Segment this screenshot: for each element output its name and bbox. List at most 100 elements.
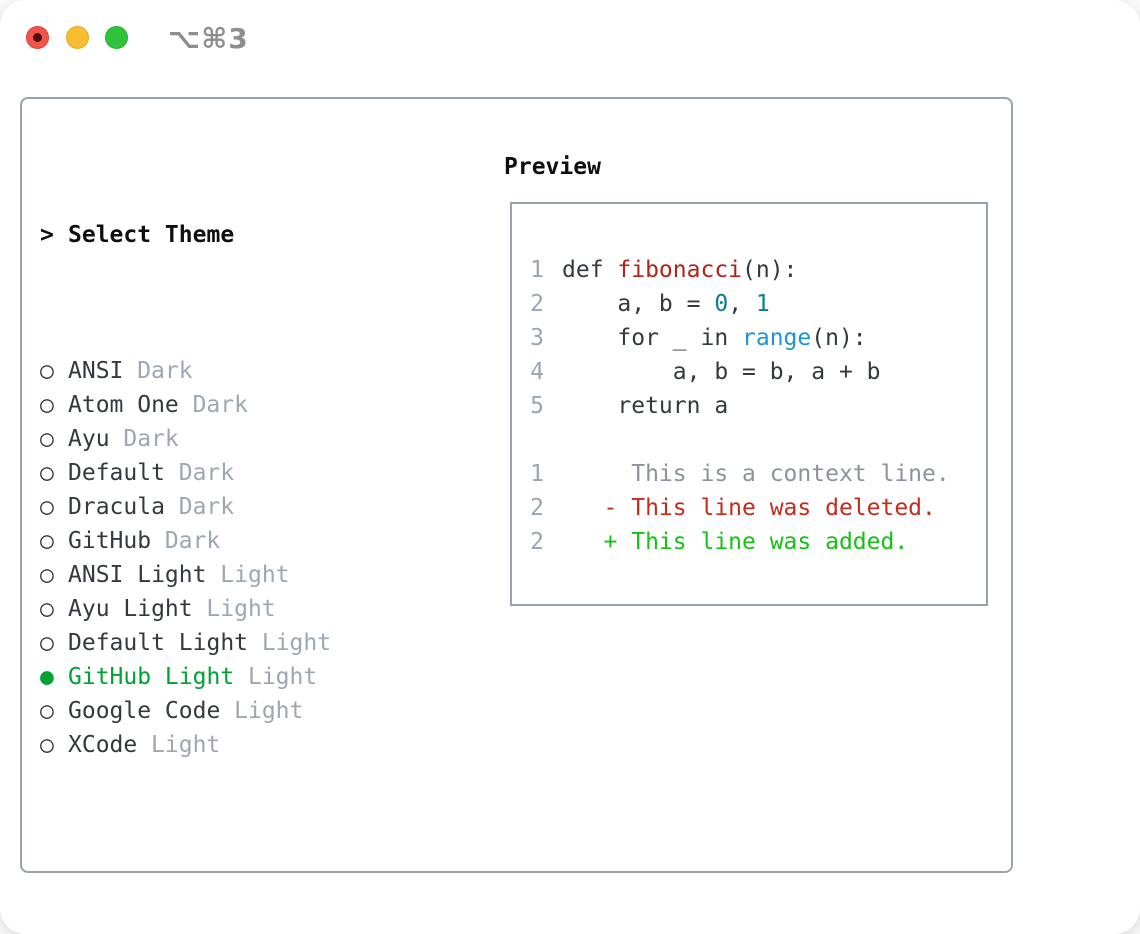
line-number: 2 [530,291,544,317]
code-segment: This is a context line. [562,461,950,487]
code-segment: (n): [742,257,798,283]
line-number: 5 [530,393,544,419]
theme-option[interactable]: ○ Dracula Dark [40,490,428,524]
theme-variant: Light [220,562,290,588]
theme-variant: Dark [137,358,193,384]
theme-name: Atom One [68,392,179,418]
preview-line: 2 + This line was added. [512,525,986,559]
preview-heading: Preview [504,154,601,180]
theme-name: Dracula [68,494,165,520]
line-content: for _ in range(n): [544,321,867,355]
code-segment: 1 [755,291,770,317]
theme-option[interactable]: ○ Atom One Dark [40,388,428,422]
line-number: 1 [530,257,544,283]
line-content: + This line was added. [544,525,909,559]
preview-line: 2 - This line was deleted. [512,491,986,525]
theme-variant: Dark [178,494,235,520]
theme-variant: Dark [192,392,248,418]
close-button[interactable] [26,26,49,49]
theme-option[interactable]: ○ Default Light Light [40,626,428,660]
radio-icon: ○ [40,732,54,758]
theme-variant: Light [206,596,276,622]
minimize-button[interactable] [66,26,89,49]
select-theme-heading: Select Theme [68,222,235,248]
line-number: 1 [530,461,544,487]
theme-name: XCode [68,732,138,758]
theme-name: Default [68,460,165,486]
line-content: return a [544,389,728,423]
code-segment: a, b = b, a + b [562,359,881,385]
theme-name: ANSI Light [68,562,207,588]
radio-icon: ○ [40,494,54,520]
theme-variant: Light [151,732,221,758]
theme-name: GitHub [68,528,152,554]
code-segment [562,529,604,555]
selected-radio-icon: ● [40,664,54,690]
line-content: a, b = b, a + b [544,355,881,389]
preview-line: 5 return a [512,389,986,423]
window-title: ⌥⌘3 [168,22,249,55]
preview-line: 1 This is a context line. [512,457,986,491]
theme-name: Ayu Light [68,596,193,622]
maximize-button[interactable] [105,26,128,49]
theme-option[interactable]: ● GitHub Light Light [40,660,428,694]
code-segment: + This line was added. [603,529,909,555]
line-number [530,423,544,457]
theme-name: Ayu [68,426,110,452]
code-segment: (n): [811,325,867,351]
line-content: a, b = 0, 1 [544,287,770,321]
theme-option[interactable]: ○ XCode Light [40,728,428,762]
code-segment: def [562,257,618,283]
radio-icon: ○ [40,630,54,656]
radio-icon: ○ [40,426,54,452]
theme-option[interactable]: ○ Ayu Light Light [40,592,428,626]
code-segment: for _ in [562,325,743,351]
line-content [544,423,562,457]
theme-name: GitHub Light [68,664,235,690]
preview-line: 2 a, b = 0, 1 [512,287,986,321]
radio-icon: ○ [40,698,54,724]
preview-line: 4 a, b = b, a + b [512,355,986,389]
code-segment: , [728,291,756,317]
theme-variant: Dark [178,460,235,486]
line-number: 2 [530,495,544,521]
code-segment: range [742,325,812,351]
code-segment [562,495,604,521]
code-segment: 0 [714,291,729,317]
radio-icon: ○ [40,358,54,384]
code-segment: return a [562,393,729,419]
window-titlebar: ⌥⌘3 [0,0,1140,97]
preview-line: 3 for _ in range(n): [512,321,986,355]
code-segment: - This line was deleted. [603,495,936,521]
spacer [40,864,428,898]
line-number: 2 [530,529,544,555]
line-content: def fibonacci(n): [544,253,797,287]
radio-icon: ○ [40,562,54,588]
radio-icon: ○ [40,392,54,418]
close-dot-icon [33,33,42,42]
theme-variant: Light [247,664,318,690]
line-content: This is a context line. [544,457,950,491]
theme-option[interactable]: ○ Ayu Dark [40,422,428,456]
radio-icon: ○ [40,528,54,554]
theme-variant: Dark [123,426,179,452]
theme-variant: Light [261,630,332,656]
code-segment: fibonacci [617,257,743,283]
theme-variant: Light [234,698,304,724]
select-theme-heading-row: >Select Theme [40,218,428,252]
theme-name: Default Light [68,630,249,656]
radio-icon: ○ [40,596,54,622]
theme-option[interactable]: ○ ANSI Light Light [40,558,428,592]
line-number: 3 [530,325,544,351]
